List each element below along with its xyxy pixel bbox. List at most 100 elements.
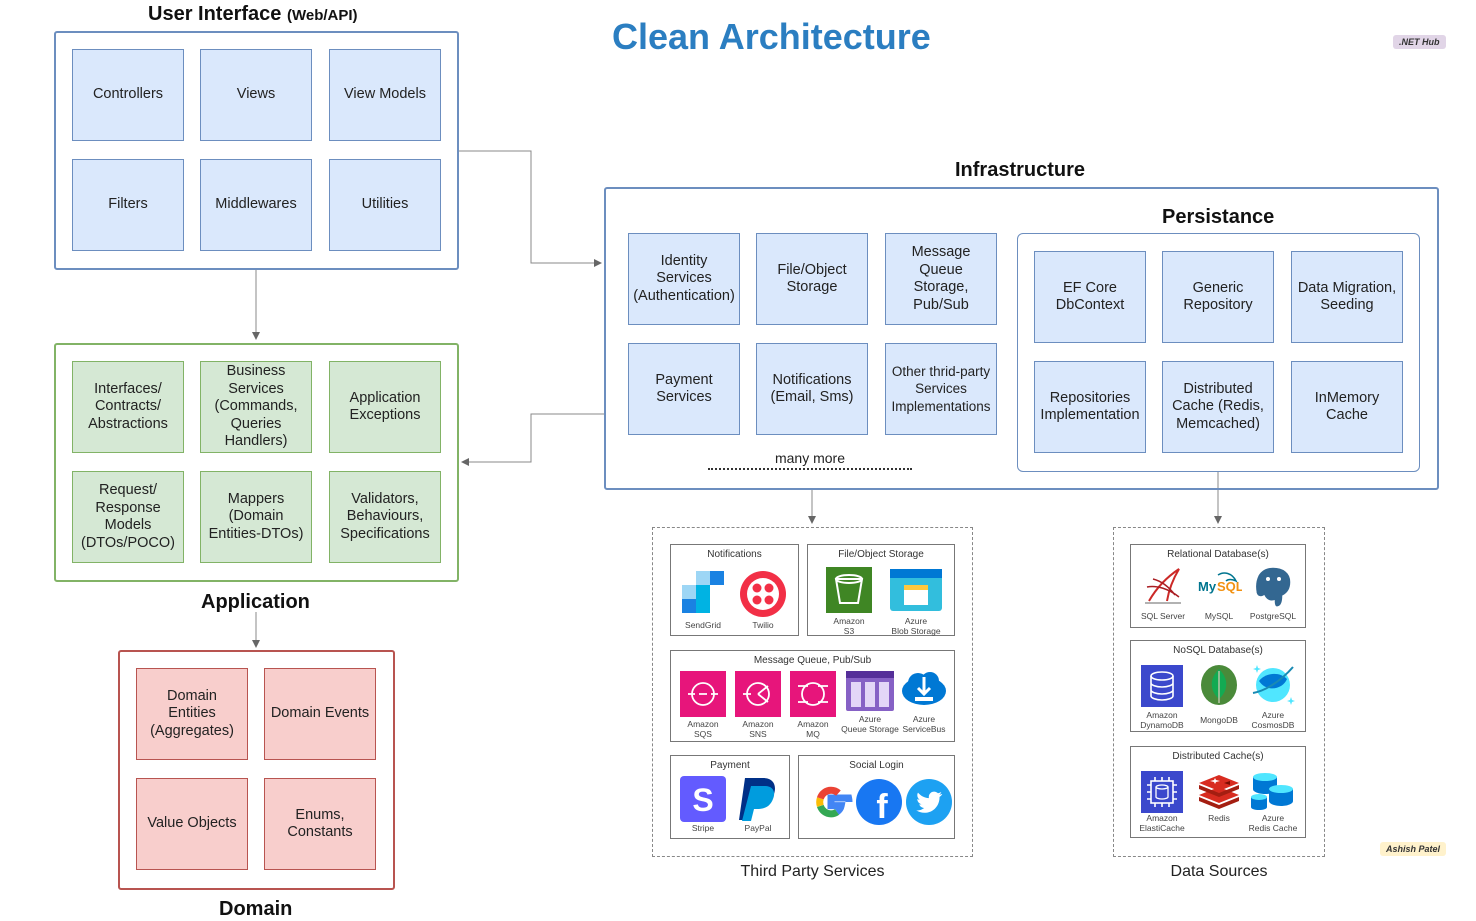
domain-enums-box: Enums, Constants: [264, 778, 376, 870]
tp-notifications-group: Notifications SendGrid Twilio: [670, 544, 799, 636]
stripe-icon: S: [680, 776, 726, 822]
persist-repositories-box: Repositories Implementation: [1034, 361, 1146, 453]
author-badge: Ashish Patel: [1380, 842, 1447, 856]
redis-icon: [1199, 775, 1239, 809]
ui-to-infrastructure-arrow: [459, 150, 602, 267]
third-party-caption: Third Party Services: [740, 863, 885, 880]
persist-data-migration-box: Data Migration, Seeding: [1291, 251, 1403, 343]
ds-nosql-group: NoSQL Database(s) Amazon DynamoDB MongoD…: [1130, 640, 1306, 732]
many-more-dots: [708, 468, 912, 470]
ui-utilities-box: Utilities: [329, 159, 441, 251]
ui-title-text: User Interface: [148, 3, 282, 25]
data-sources-container: [1113, 527, 1325, 857]
tp-paypal-label: PayPal: [744, 823, 772, 833]
ds-redis-label: Redis: [1208, 813, 1230, 823]
amazon-mq-icon: [790, 671, 836, 717]
tp-notifications-title: Notifications: [707, 549, 762, 560]
svg-text:S: S: [692, 782, 713, 818]
application-title: Application: [201, 591, 310, 613]
amazon-sqs-icon: [680, 671, 726, 717]
application-container: [54, 343, 459, 582]
svg-text:My: My: [1198, 579, 1217, 594]
ds-nosql-title: NoSQL Database(s): [1173, 645, 1263, 656]
ds-relational-group: Relational Database(s) SQL Server My SQL…: [1130, 544, 1306, 628]
persist-inmemory-cache-box: InMemory Cache: [1291, 361, 1403, 453]
svg-text:SQL: SQL: [1217, 579, 1242, 594]
domain-container: [118, 650, 395, 890]
sendgrid-icon: [682, 571, 724, 613]
ui-filters-box: Filters: [72, 159, 184, 251]
ds-azure-redis-label: Azure Redis Cache: [1248, 813, 1298, 833]
ui-container: [54, 31, 459, 270]
persist-distributed-cache-box: Distributed Cache (Redis, Memcached): [1162, 361, 1274, 453]
infra-notifications-box: Notifications (Email, Sms): [756, 343, 868, 435]
google-icon: [816, 786, 853, 818]
app-exceptions-box: Application Exceptions: [329, 361, 441, 453]
paypal-icon: [739, 778, 775, 821]
tp-social-login-title: Social Login: [849, 760, 904, 771]
tp-azure-blob-label: Azure Blob Storage: [891, 616, 941, 636]
ui-views-box: Views: [200, 49, 312, 141]
infra-other-services-box: Other thrid-party Services Implementatio…: [885, 343, 997, 435]
tp-message-queue-title: Message Queue, Pub/Sub: [753, 655, 872, 666]
amazon-dynamodb-icon: [1141, 665, 1183, 707]
tp-stripe-label: Stripe: [691, 823, 715, 833]
ui-title-suffix: (Web/API): [286, 7, 358, 24]
mongodb-icon: [1201, 665, 1237, 705]
ds-sql-server-label: SQL Server: [1140, 611, 1186, 621]
tp-amazon-mq-label: Amazon MQ: [797, 719, 829, 739]
tp-azure-servicebus-label: Azure ServiceBus: [902, 714, 946, 734]
infrastructure-container: [604, 187, 1439, 490]
app-business-services-box: Business Services (Commands, Queries Han…: [200, 361, 312, 453]
ds-mongodb-label: MongoDB: [1200, 715, 1238, 725]
tp-social-login-group: Social Login f: [798, 755, 955, 839]
infrastructure-to-application-arrow: [461, 413, 604, 466]
tp-payment-group: Payment S Stripe PayPal: [670, 755, 790, 839]
ui-title: User Interface (Web/API): [148, 3, 358, 26]
ui-view-models-box: View Models: [329, 49, 441, 141]
tp-azure-queue-label: Azure Queue Storage: [841, 714, 899, 734]
azure-cosmosdb-icon: [1252, 665, 1295, 705]
svg-text:f: f: [876, 788, 888, 826]
data-sources-caption: Data Sources: [1170, 863, 1268, 880]
ds-cache-group: Distributed Cache(s) Amazon ElastiCache …: [1130, 746, 1306, 838]
ds-postgresql-label: PostgreSQL: [1249, 611, 1297, 621]
domain-title: Domain: [219, 898, 293, 920]
azure-blob-storage-icon: [890, 569, 942, 611]
facebook-icon: f: [856, 779, 902, 826]
azure-queue-storage-icon: [846, 671, 894, 711]
azure-servicebus-icon: [902, 672, 946, 705]
infra-identity-box: Identity Services (Authentication): [628, 233, 740, 325]
ds-mysql-label: MySQL: [1204, 611, 1234, 621]
amazon-elasticache-icon: [1141, 771, 1183, 813]
persistance-container: [1017, 233, 1420, 472]
ds-dynamodb-label: Amazon DynamoDB: [1140, 710, 1184, 730]
tp-message-queue-group: Message Queue, Pub/Sub Amazon SQS Amazon…: [670, 650, 955, 742]
tp-payment-title: Payment: [710, 760, 750, 771]
tp-sendgrid-label: SendGrid: [685, 620, 721, 630]
ds-elasticache-label: Amazon ElastiCache: [1139, 813, 1185, 833]
twilio-icon: [740, 571, 786, 617]
third-party-container: [652, 527, 973, 857]
infra-file-storage-box: File/Object Storage: [756, 233, 868, 325]
app-validators-box: Validators, Behaviours, Specifications: [329, 471, 441, 563]
domain-entities-box: Domain Entities (Aggregates): [136, 668, 248, 760]
azure-redis-cache-icon: [1251, 773, 1293, 810]
amazon-sns-icon: [735, 671, 781, 717]
app-interfaces-box: Interfaces/ Contracts/ Abstractions: [72, 361, 184, 453]
ui-controllers-box: Controllers: [72, 49, 184, 141]
tp-amazon-s3-label: Amazon S3: [833, 616, 865, 636]
domain-value-objects-box: Value Objects: [136, 778, 248, 870]
domain-events-box: Domain Events: [264, 668, 376, 760]
amazon-s3-icon: [826, 567, 872, 613]
net-hub-badge: .NET Hub: [1393, 35, 1446, 49]
postgresql-icon: [1254, 566, 1292, 608]
infra-payment-box: Payment Services: [628, 343, 740, 435]
persist-ef-core-box: EF Core DbContext: [1034, 251, 1146, 343]
page-title: Clean Architecture: [612, 16, 931, 57]
infra-message-queue-box: Message Queue Storage, Pub/Sub: [885, 233, 997, 325]
twitter-icon: [906, 779, 952, 825]
persistance-title: Persistance: [1162, 206, 1275, 228]
infrastructure-title: Infrastructure: [955, 159, 1086, 181]
many-more-label: many more: [774, 450, 846, 466]
